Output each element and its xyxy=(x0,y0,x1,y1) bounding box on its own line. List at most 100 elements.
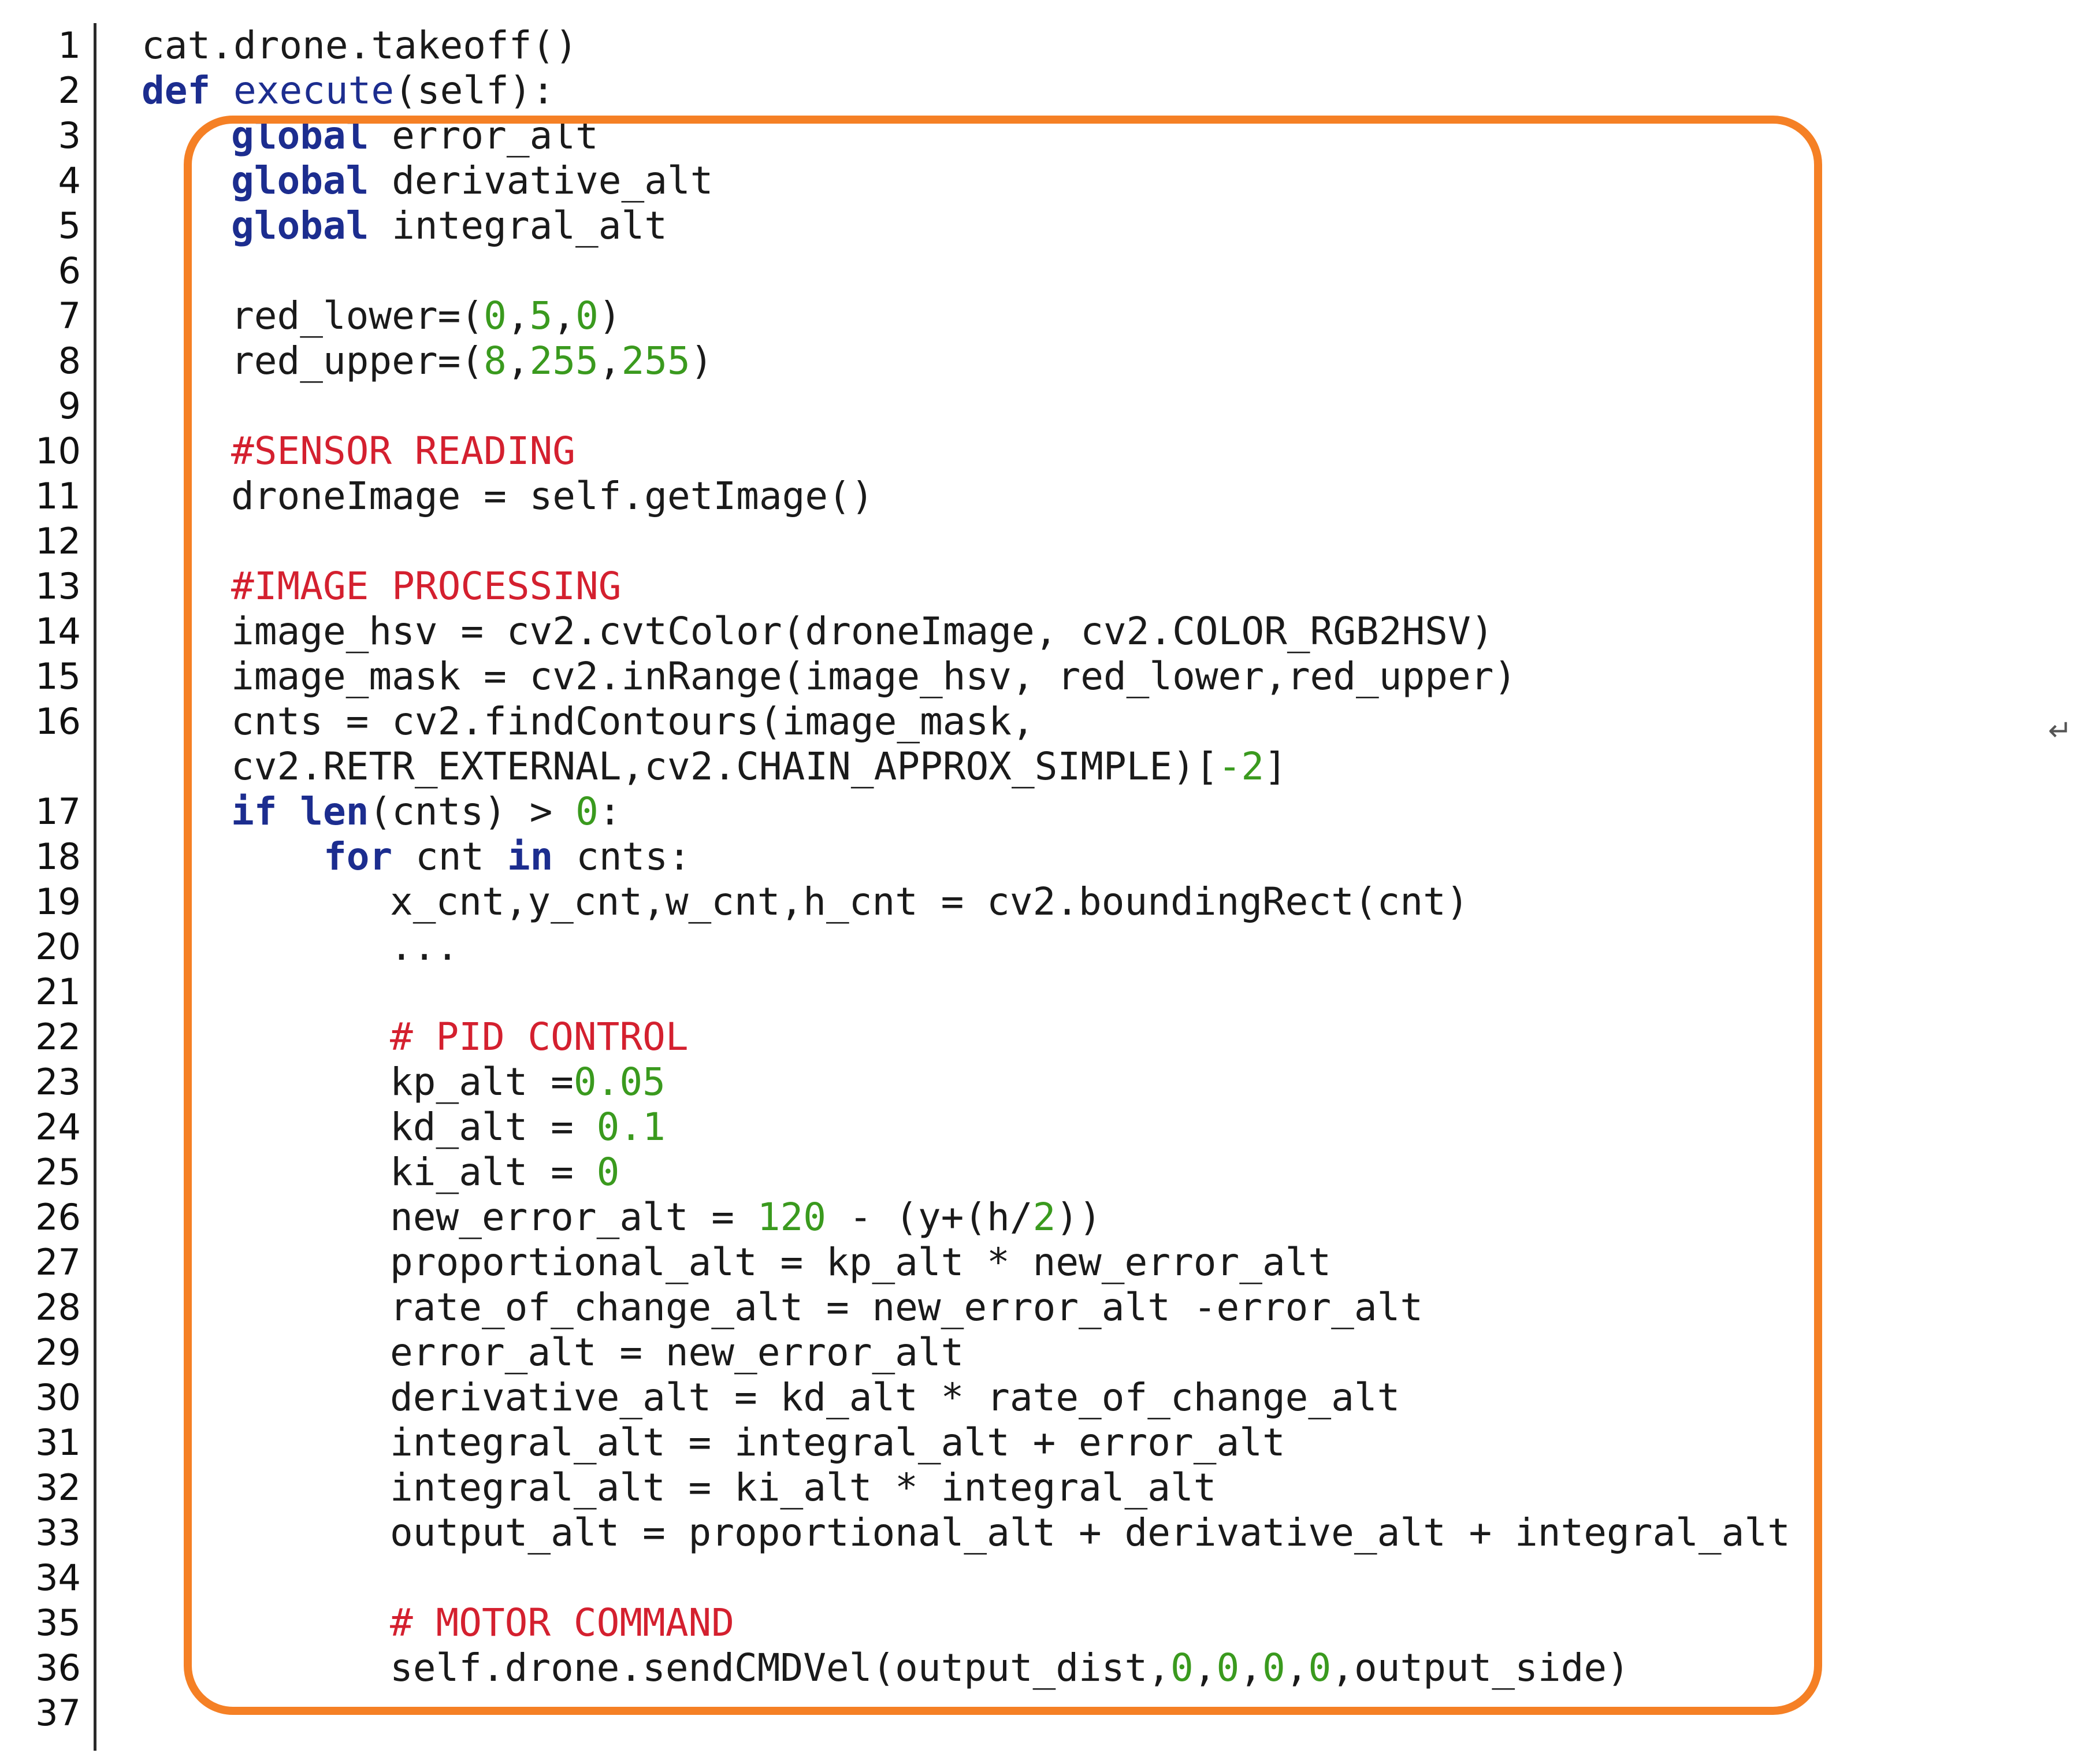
gutter-divider xyxy=(94,23,96,1751)
code-line-29: error_alt = new_error_alt xyxy=(390,1330,964,1375)
code-line-2: def execute(self): xyxy=(142,68,555,113)
code-line-15: image_mask = cv2.inRange(image_hsv, red_… xyxy=(231,654,1517,699)
line-number: 26 xyxy=(35,1196,81,1238)
keyword-token: for xyxy=(324,834,393,879)
code-token: red_lower=( xyxy=(231,294,484,338)
line-number: 11 xyxy=(35,475,81,517)
code-token: )) xyxy=(1055,1195,1102,1239)
code-token: : xyxy=(598,789,622,834)
line-number: 14 xyxy=(35,610,81,652)
line-number: 5 xyxy=(58,205,81,247)
line-number: 23 xyxy=(35,1061,81,1103)
code-token: self.drone.sendCMDVel(output_dist, xyxy=(390,1646,1171,1690)
number-token: 0 xyxy=(596,1150,620,1194)
keyword-token: in xyxy=(507,834,553,879)
code-token: (self): xyxy=(394,68,555,113)
code-line-26: new_error_alt = 120 - (y+(h/2)) xyxy=(390,1195,1102,1240)
line-number: 12 xyxy=(35,520,81,562)
code-line-16-continued: cv2.RETR_EXTERNAL,cv2.CHAIN_APPROX_SIMPL… xyxy=(231,744,1287,789)
line-wrap-icon: ↵ xyxy=(2048,714,2072,747)
code-line-28: rate_of_change_alt = new_error_alt -erro… xyxy=(390,1285,1424,1330)
code-line-8: red_upper=(8,255,255) xyxy=(231,339,713,384)
number-token: 255 xyxy=(529,339,599,383)
code-token: (cnts) > xyxy=(369,789,576,834)
line-number: 20 xyxy=(35,926,81,968)
keyword-token: if xyxy=(231,789,277,834)
code-line-16: cnts = cv2.findContours(image_mask, xyxy=(231,699,1035,744)
code-line-11: droneImage = self.getImage() xyxy=(231,474,874,518)
code-line-4: global derivative_alt xyxy=(231,158,713,203)
number-token: -2 xyxy=(1218,744,1265,789)
number-token: 8 xyxy=(484,339,507,383)
line-number: 22 xyxy=(35,1016,81,1058)
code-token: , xyxy=(1193,1646,1217,1690)
line-number: 32 xyxy=(35,1466,81,1509)
code-token: cat.drone.takeoff() xyxy=(142,23,578,68)
code-line-32: integral_alt = ki_alt * integral_alt xyxy=(390,1465,1217,1510)
number-token: 120 xyxy=(757,1195,826,1239)
number-token: 0 xyxy=(1308,1646,1332,1690)
code-token: ) xyxy=(598,294,622,338)
line-number: 6 xyxy=(58,250,81,292)
line-number: 27 xyxy=(35,1241,81,1283)
code-token: ] xyxy=(1264,744,1287,789)
code-line-13: #IMAGE PROCESSING xyxy=(231,564,622,608)
code-line-1: cat.drone.takeoff() xyxy=(142,23,578,68)
code-line-27: proportional_alt = kp_alt * new_error_al… xyxy=(390,1240,1332,1284)
line-number: 34 xyxy=(35,1557,81,1599)
line-number: 18 xyxy=(35,835,81,878)
code-token: cnts: xyxy=(553,834,691,879)
code-token: kp_alt = xyxy=(390,1060,574,1104)
code-token: ,output_side) xyxy=(1331,1646,1630,1690)
line-number: 7 xyxy=(58,295,81,337)
number-token: 255 xyxy=(621,339,690,383)
highlight-box xyxy=(184,116,1822,1715)
code-token: ) xyxy=(690,339,713,383)
code-line-24: kd_alt = 0.1 xyxy=(390,1105,666,1150)
line-number: 36 xyxy=(35,1647,81,1689)
code-line-30: derivative_alt = kd_alt * rate_of_change… xyxy=(390,1375,1400,1420)
number-token: 0 xyxy=(575,789,599,834)
code-token: , xyxy=(1285,1646,1309,1690)
code-token: ki_alt = xyxy=(390,1150,597,1194)
code-token xyxy=(210,68,233,113)
code-line-10: #SENSOR READING xyxy=(231,429,576,473)
code-line-35: # MOTOR COMMAND xyxy=(390,1600,735,1645)
number-token: 2 xyxy=(1032,1195,1056,1239)
keyword-token: def xyxy=(142,68,211,113)
code-token: , xyxy=(1239,1646,1263,1690)
code-token: derivative_alt xyxy=(369,158,713,203)
code-token: , xyxy=(552,294,576,338)
line-number: 31 xyxy=(35,1421,81,1464)
code-line-25: ki_alt = 0 xyxy=(390,1150,619,1195)
code-token: integral_alt xyxy=(369,203,667,248)
code-line-36: self.drone.sendCMDVel(output_dist,0,0,0,… xyxy=(390,1646,1630,1691)
code-line-20: ... xyxy=(390,924,459,969)
code-line-5: global integral_alt xyxy=(231,203,667,248)
number-token: 0 xyxy=(575,294,599,338)
code-token: cnt xyxy=(392,834,507,879)
line-number: 19 xyxy=(35,881,81,923)
line-number: 3 xyxy=(58,114,81,157)
code-token: new_error_alt = xyxy=(390,1195,757,1239)
code-line-23: kp_alt =0.05 xyxy=(390,1060,666,1105)
number-token: 0 xyxy=(484,294,507,338)
line-number: 9 xyxy=(58,385,81,427)
keyword-token: global xyxy=(231,203,369,248)
line-number: 16 xyxy=(35,700,81,742)
line-number: 2 xyxy=(58,69,81,112)
number-token: 0 xyxy=(1262,1646,1285,1690)
code-token: red_upper=( xyxy=(231,339,484,383)
number-token: 0 xyxy=(1216,1646,1240,1690)
code-line-14: image_hsv = cv2.cvtColor(droneImage, cv2… xyxy=(231,609,1494,653)
code-token: cv2.RETR_EXTERNAL,cv2.CHAIN_APPROX_SIMPL… xyxy=(231,744,1218,789)
line-number: 29 xyxy=(35,1331,81,1373)
line-number: 25 xyxy=(35,1151,81,1193)
line-number: 8 xyxy=(58,340,81,382)
keyword-token: global xyxy=(231,158,369,203)
code-token: , xyxy=(506,294,530,338)
line-number: 30 xyxy=(35,1376,81,1418)
code-line-19: x_cnt,y_cnt,w_cnt,h_cnt = cv2.boundingRe… xyxy=(390,879,1469,924)
builtin-token: len xyxy=(300,789,369,834)
